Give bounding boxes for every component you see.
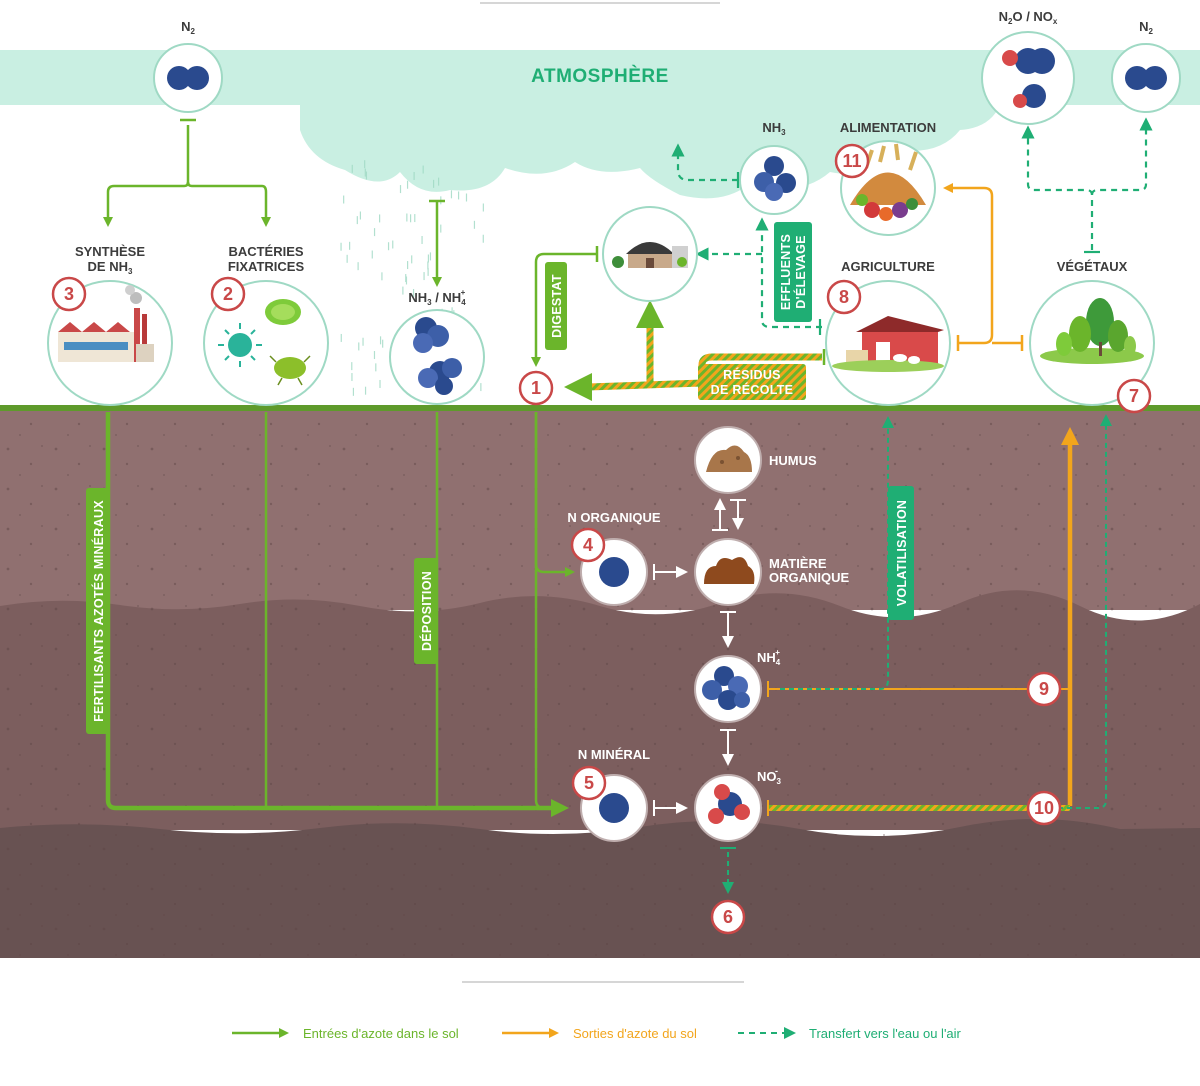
biogas-plant-illustration [602,206,698,302]
fixing-bacteria-illustration [203,280,329,406]
nh3-molecule [739,145,809,215]
residus-label-2: DE RÉCOLTE [711,382,794,397]
badge-11: 11 [834,143,870,179]
residus-label-1: RÉSIDUS [723,367,781,382]
vegetaux-emission-flow [1021,117,1153,250]
synthese-label-2: DE NH3 [88,259,133,276]
n2-fixation-flow [103,118,271,227]
nh3-nh4-molecules [389,309,485,405]
legend-transfer-label: Transfert vers l'eau ou l'air [809,1026,962,1041]
effluents-label-box: EFFLUENTS D'ÉLEVAGE [774,222,812,322]
volatilisation-label-box: VOLATILISATION [888,486,914,620]
synthese-nh3-factory [47,280,173,406]
atmosphere-title: ATMOSPHÈRE [531,65,669,87]
effluents-flow [671,143,822,329]
n2o-nox-molecules [981,31,1075,125]
alimentation-illustration [840,140,936,236]
n2-left-label: N2 [181,19,195,36]
badge-9: 9 [1026,671,1062,707]
n2-left-molecule [153,43,223,113]
nh3-nh4-rain-label: NH3 / NH4+ [408,288,466,307]
svg-text:4: 4 [583,535,593,555]
n2-right-molecule [1111,43,1181,113]
agriculture-farm-illustration [825,280,951,406]
vegetaux-label: VÉGÉTAUX [1057,259,1128,274]
nh4-soil-node [694,655,762,723]
soil-input-flows [105,412,575,817]
legend-inputs-label: Entrées d'azote dans le sol [303,1026,459,1041]
legend-inputs: Entrées d'azote dans le sol [232,1026,459,1041]
soil [0,405,1200,958]
bacteries-label-1: BACTÉRIES [228,244,303,259]
n2-right-label: N2 [1139,19,1153,36]
deposition-label-box: DÉPOSITION [414,558,438,664]
volatilisation-label: VOLATILISATION [895,500,909,607]
svg-text:3: 3 [64,284,74,304]
svg-text:11: 11 [842,151,861,171]
svg-text:10: 10 [1034,798,1054,818]
humus-label: HUMUS [769,453,817,468]
legend-transfer: Transfert vers l'eau ou l'air [738,1026,962,1041]
fertilisants-label-box: FERTILISANTS AZOTÉS MINÉRAUX [86,488,110,734]
svg-text:2: 2 [223,284,233,304]
soil-internal-flows [653,498,746,816]
badge-7: 7 [1116,378,1152,414]
badge-2: 2 [210,276,246,312]
badge-1: 1 [518,370,554,406]
n2o-nox-label: N2O / NOx [999,9,1058,26]
alimentation-flow [943,183,1024,351]
agriculture-label: AGRICULTURE [841,259,935,274]
digestat-label-box: DIGESTAT [545,262,567,350]
no3-soil-label: NO3- [757,766,782,786]
matiere-organique-label-2: ORGANIQUE [769,570,850,585]
no3-soil-node [694,774,762,842]
badge-6: 6 [710,899,746,935]
svg-text:7: 7 [1129,386,1139,406]
nh3-top-label: NH3 [762,120,786,137]
digestat-flow [536,246,599,362]
residus-label-box: RÉSIDUS DE RÉCOLTE [698,364,806,400]
badge-10: 10 [1026,790,1062,826]
fertilisants-label: FERTILISANTS AZOTÉS MINÉRAUX [91,500,106,722]
humus-node [694,426,762,494]
bacteries-label-2: FIXATRICES [228,259,305,274]
effluents-label-2: D'ÉLEVAGE [793,235,808,309]
svg-text:5: 5 [584,773,594,793]
legend-outputs-label: Sorties d'azote du sol [573,1026,697,1041]
svg-text:6: 6 [723,907,733,927]
svg-text:8: 8 [839,287,849,307]
matiere-organique-node [694,538,762,606]
n-organique-label: N ORGANIQUE [567,510,661,525]
svg-text:9: 9 [1039,679,1049,699]
matiere-organique-label-1: MATIÈRE [769,556,827,571]
transfer-flows [722,414,1112,894]
n-mineral-label: N MINÉRAL [578,747,650,762]
alimentation-label: ALIMENTATION [840,120,936,135]
synthese-label-1: SYNTHÈSE [75,244,145,259]
badge-3: 3 [51,276,87,312]
effluents-label-1: EFFLUENTS [779,234,793,310]
legend-outputs: Sorties d'azote du sol [502,1026,697,1041]
vegetaux-trees-illustration [1029,280,1155,406]
nh4-soil-label: NH4+ [757,648,781,667]
badge-4: 4 [570,527,606,563]
legend: Entrées d'azote dans le sol Sorties d'az… [232,1026,962,1041]
digestat-label: DIGESTAT [550,274,564,338]
badge-8: 8 [826,279,862,315]
rain-deposition-flow [429,199,445,287]
badge-5: 5 [571,765,607,801]
deposition-label: DÉPOSITION [419,571,434,651]
svg-text:1: 1 [531,378,541,398]
